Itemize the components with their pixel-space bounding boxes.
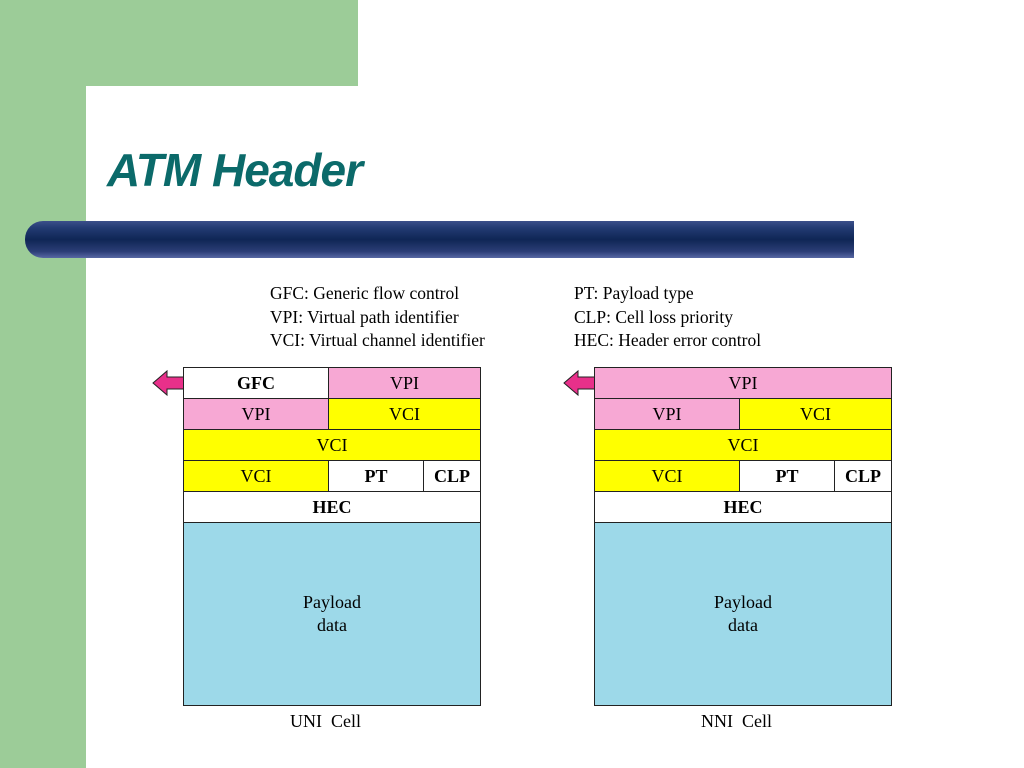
uni-hec-field: HEC	[183, 491, 481, 523]
uni-vpi-field-2: VPI	[183, 398, 329, 430]
legend-item-vci: VCI: Virtual channel identifier	[270, 330, 485, 350]
nni-hec-field: HEC	[594, 491, 892, 523]
nni-pt-field: PT	[739, 460, 835, 492]
nni-payload-label-line2: data	[728, 615, 758, 635]
uni-cell-caption: UNI Cell	[290, 711, 361, 731]
background-green-left	[0, 0, 86, 768]
nni-payload-label-line1: Payload	[714, 592, 772, 612]
uni-pt-field: PT	[328, 460, 424, 492]
title-underline-bar	[25, 221, 854, 258]
nni-cell-caption: NNI Cell	[701, 711, 772, 731]
legend-item-gfc: GFC: Generic flow control	[270, 283, 460, 303]
legend-item-pt: PT: Payload type	[574, 283, 694, 303]
uni-payload-label-line1: Payload	[303, 592, 361, 612]
uni-vci-field-1: VCI	[328, 398, 481, 430]
nni-vci-field-2: VCI	[594, 429, 892, 461]
legend-item-clp: CLP: Cell loss priority	[574, 306, 733, 327]
uni-clp-field: CLP	[423, 460, 481, 492]
uni-direction-arrow-icon	[152, 369, 186, 397]
nni-vpi-field-1: VPI	[594, 367, 892, 399]
uni-payload-label-line2: data	[317, 615, 347, 635]
nni-vci-field-1: VCI	[739, 398, 892, 430]
legend-item-hec: HEC: Header error control	[574, 330, 762, 350]
legend-right: PT: Payload type CLP: Cell loss priority…	[574, 282, 761, 353]
legend-item-vpi: VPI: Virtual path identifier	[270, 306, 459, 327]
uni-gfc-field: GFC	[183, 367, 329, 399]
nni-vci-field-3: VCI	[594, 460, 740, 492]
nni-clp-field: CLP	[834, 460, 892, 492]
uni-vci-field-2: VCI	[183, 429, 481, 461]
nni-vpi-field-2: VPI	[594, 398, 740, 430]
nni-payload-field: Payload data	[594, 522, 892, 706]
uni-vci-field-3: VCI	[183, 460, 329, 492]
uni-vpi-field-1: VPI	[328, 367, 481, 399]
legend-left: GFC: Generic flow control VPI: Virtual p…	[270, 282, 485, 353]
uni-payload-field: Payload data	[183, 522, 481, 706]
nni-direction-arrow-icon	[563, 369, 597, 397]
slide-title: ATM Header	[107, 144, 363, 196]
